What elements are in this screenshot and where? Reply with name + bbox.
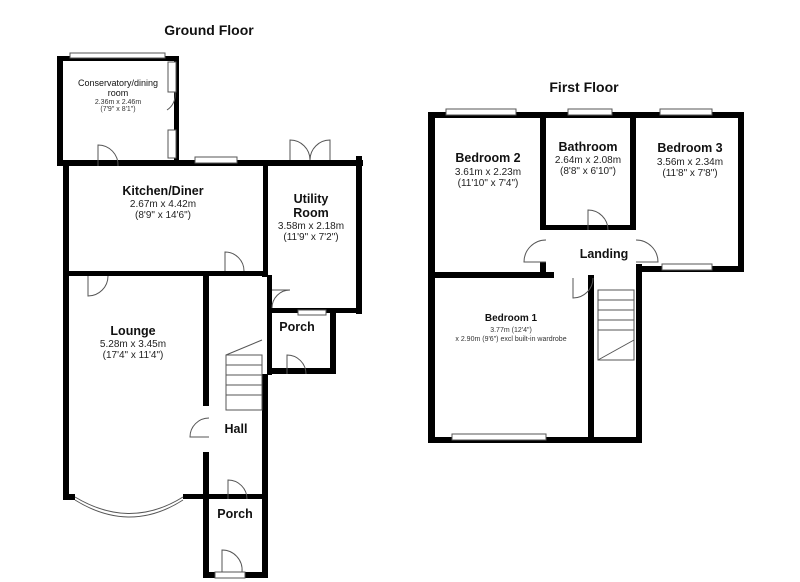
ground-floor-title: Ground Floor xyxy=(164,22,254,38)
utility-name-line2: Room xyxy=(293,206,328,220)
conservatory-dim-imperial: (7'9" x 8'1") xyxy=(100,106,135,113)
porch-lower-name: Porch xyxy=(217,507,252,521)
first-floor-title: First Floor xyxy=(549,79,619,95)
lounge-dim-metric: 5.28m x 3.45m xyxy=(100,339,166,350)
kitchen-dim-metric: 2.67m x 4.42m xyxy=(130,199,196,210)
bathroom-name: Bathroom xyxy=(558,140,617,154)
bedroom3-dim-metric: 3.56m x 2.34m xyxy=(657,157,723,168)
bathroom-dim-imperial: (8'8" x 6'10") xyxy=(560,166,616,177)
kitchen-name: Kitchen/Diner xyxy=(122,184,203,198)
utility-name-line1: Utility xyxy=(294,192,329,206)
first-floor-stairs xyxy=(597,289,635,361)
ground-floor-stairs xyxy=(225,339,263,411)
bedroom2-dim-metric: 3.61m x 2.23m xyxy=(455,167,521,178)
utility-dim-imperial: (11'9" x 7'2") xyxy=(283,232,338,243)
bedroom2-dim-imperial: (11'10" x 7'4") xyxy=(458,178,519,189)
conservatory-dim-metric: 2.36m x 2.46m xyxy=(95,99,141,106)
ground-floor-walls xyxy=(57,56,363,578)
porch-upper-name: Porch xyxy=(279,320,314,334)
bedroom1-dim-line2: x 2.90m (9'6") excl built-in wardrobe xyxy=(455,336,566,343)
lounge-dim-imperial: (17'4" x 11'4") xyxy=(103,350,164,361)
conservatory-name-line2: room xyxy=(108,88,129,98)
bedroom1-dim-line1: 3.77m (12'4") xyxy=(490,327,532,334)
first-floor-doors xyxy=(523,209,659,299)
ground-floor-doors xyxy=(87,91,331,573)
bedroom1-name: Bedroom 1 xyxy=(485,313,538,324)
landing-name: Landing xyxy=(580,247,629,261)
bathroom-dim-metric: 2.64m x 2.08m xyxy=(555,155,621,166)
lounge-bay-window xyxy=(74,496,184,514)
lounge-name: Lounge xyxy=(110,324,155,338)
hall-name: Hall xyxy=(225,422,248,436)
kitchen-dim-imperial: (8'9" x 14'6") xyxy=(135,210,191,221)
bedroom2-name: Bedroom 2 xyxy=(455,151,520,165)
bedroom3-name: Bedroom 3 xyxy=(657,141,722,155)
first-floor-windows xyxy=(445,108,713,441)
utility-dim-metric: 3.58m x 2.18m xyxy=(278,221,344,232)
bedroom3-dim-imperial: (11'8" x 7'8") xyxy=(662,168,717,179)
ground-floor-windows xyxy=(69,52,327,579)
conservatory-name-line1: Conservatory/dining xyxy=(78,78,158,88)
